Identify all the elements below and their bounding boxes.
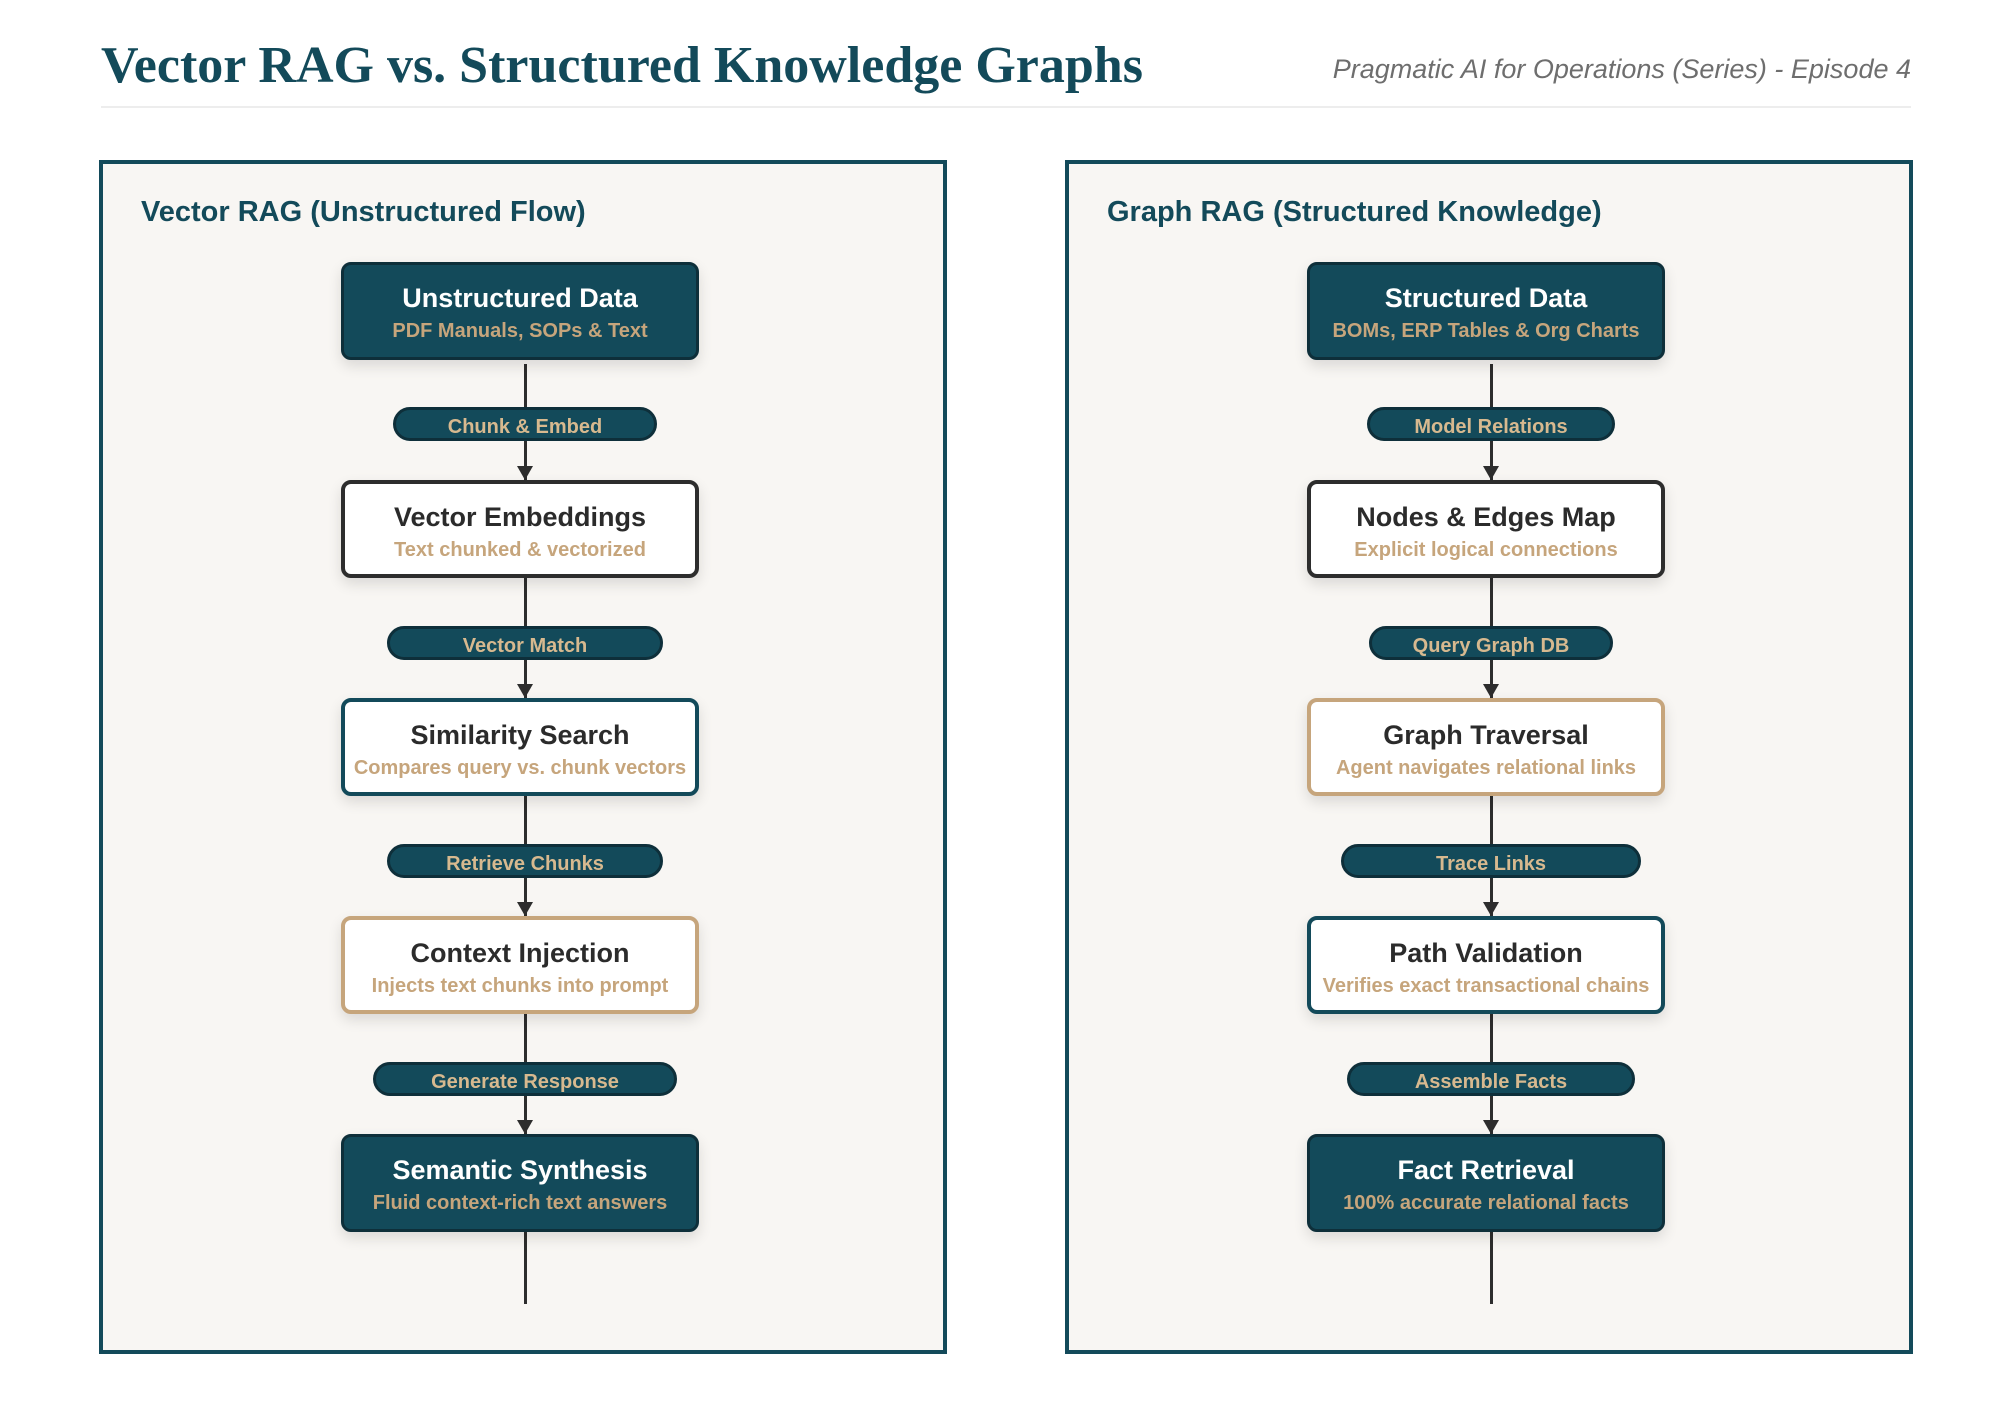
node-title: Graph Traversal (1383, 720, 1589, 750)
node-graph-traversal: Graph Traversal Agent navigates relation… (1307, 698, 1665, 796)
node-title: Vector Embeddings (393, 502, 647, 532)
node-semantic-synthesis: Semantic Synthesis Fluid context-rich te… (341, 1134, 699, 1232)
node-subtitle: Compares query vs. chunk vectors (353, 757, 687, 779)
flow-connector-line (1490, 364, 1493, 1304)
node-title: Nodes & Edges Map (1356, 502, 1616, 532)
node-title: Fact Retrieval (1397, 1155, 1575, 1185)
vector-rag-panel: Vector RAG (Unstructured Flow) Unstructu… (99, 160, 947, 1354)
panel-title: Graph RAG (Structured Knowledge) (1107, 196, 1602, 228)
node-subtitle: Text chunked & vectorized (394, 539, 646, 561)
arrow-down-icon (517, 466, 533, 480)
node-subtitle: PDF Manuals, SOPs & Text (392, 320, 648, 342)
node-subtitle: BOMs, ERP Tables & Org Charts (1332, 320, 1640, 342)
node-title: Similarity Search (410, 720, 630, 750)
flow-connector-line (524, 364, 527, 1304)
page-subtitle: Pragmatic AI for Operations (Series) - E… (1332, 54, 1911, 84)
arrow-down-icon (1483, 902, 1499, 916)
edge-label-trace-links: Trace Links (1341, 844, 1641, 878)
node-subtitle: Injects text chunks into prompt (371, 975, 669, 997)
node-similarity-search: Similarity Search Compares query vs. chu… (341, 698, 699, 796)
edge-label-model-relations: Model Relations (1367, 407, 1615, 441)
arrow-down-icon (517, 684, 533, 698)
node-context-injection: Context Injection Injects text chunks in… (341, 916, 699, 1014)
edge-label-generate-response: Generate Response (373, 1062, 677, 1096)
node-path-validation: Path Validation Verifies exact transacti… (1307, 916, 1665, 1014)
node-subtitle: 100% accurate relational facts (1343, 1192, 1629, 1214)
arrow-down-icon (1483, 684, 1499, 698)
graph-rag-panel: Graph RAG (Structured Knowledge) Structu… (1065, 160, 1913, 1354)
arrow-down-icon (517, 902, 533, 916)
node-subtitle: Explicit logical connections (1354, 539, 1618, 561)
edge-label-chunk-embed: Chunk & Embed (393, 407, 657, 441)
arrow-down-icon (1483, 1120, 1499, 1134)
edge-label-retrieve-chunks: Retrieve Chunks (387, 844, 663, 878)
arrow-down-icon (517, 1120, 533, 1134)
edge-label-query-graph-db: Query Graph DB (1369, 626, 1613, 660)
arrow-down-icon (1483, 466, 1499, 480)
node-subtitle: Fluid context-rich text answers (372, 1192, 668, 1214)
node-subtitle: Agent navigates relational links (1335, 757, 1637, 779)
node-fact-retrieval: Fact Retrieval 100% accurate relational … (1307, 1134, 1665, 1232)
node-structured-data: Structured Data BOMs, ERP Tables & Org C… (1307, 262, 1665, 360)
node-title: Semantic Synthesis (392, 1155, 648, 1185)
page-title: Vector RAG vs. Structured Knowledge Grap… (101, 37, 1143, 94)
node-subtitle: Verifies exact transactional chains (1322, 975, 1650, 997)
node-vector-embeddings: Vector Embeddings Text chunked & vectori… (341, 480, 699, 578)
panel-title: Vector RAG (Unstructured Flow) (141, 196, 586, 228)
node-title: Context Injection (410, 938, 630, 968)
edge-label-vector-match: Vector Match (387, 626, 663, 660)
node-unstructured-data: Unstructured Data PDF Manuals, SOPs & Te… (341, 262, 699, 360)
edge-label-assemble-facts: Assemble Facts (1347, 1062, 1635, 1096)
node-title: Unstructured Data (402, 283, 638, 313)
node-title: Structured Data (1384, 283, 1588, 313)
node-nodes-edges-map: Nodes & Edges Map Explicit logical conne… (1307, 480, 1665, 578)
page-header: Vector RAG vs. Structured Knowledge Grap… (101, 28, 1911, 108)
node-title: Path Validation (1389, 938, 1583, 968)
